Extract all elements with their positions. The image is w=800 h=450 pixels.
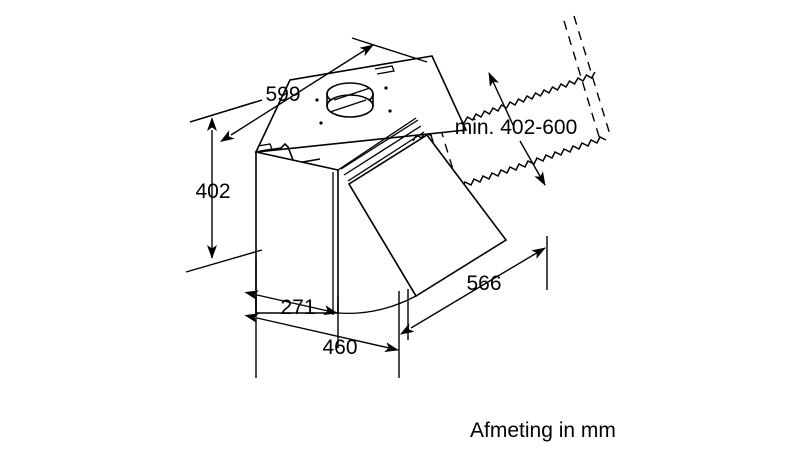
top-surface-dot-1 — [315, 98, 319, 102]
dim-402-label: 402 — [195, 180, 230, 203]
dim-271-line — [244, 290, 338, 316]
dim-599-label: 599 — [265, 83, 300, 106]
dim-402-ext-top — [189, 99, 263, 123]
dimension-566: 566 — [399, 236, 548, 340]
dimension-460: 460 — [244, 291, 400, 378]
dim-clearance-leader-down — [519, 140, 546, 186]
dim-460-line — [244, 313, 399, 352]
top-surface-dot-2 — [319, 121, 323, 125]
top-surface-dot-4 — [388, 109, 392, 113]
dim-566-label: 566 — [466, 272, 501, 295]
dim-599-ext-right — [351, 37, 428, 63]
hood-front-strip-line-2 — [343, 125, 422, 176]
hood-front-strip-edge — [337, 117, 417, 171]
circular-duct-outlet — [326, 82, 374, 118]
hood-front-strip-line-3 — [347, 131, 425, 182]
cabinet-dashed-edge-right-inner — [563, 20, 602, 144]
hood-rear-lip-right — [374, 65, 395, 75]
dimension-cabinet-clearance: min. 402-600 — [455, 72, 578, 186]
dimension-402: 402 — [185, 99, 263, 273]
top-surface-dot-3 — [384, 86, 388, 90]
dim-clearance-leader-up — [488, 72, 515, 128]
hood-front-strip-line-1 — [340, 119, 419, 170]
hood-bottom-curve — [337, 295, 417, 315]
dim-566-line — [399, 247, 546, 335]
dim-599-line — [220, 44, 374, 142]
hood-left-side-panel — [255, 151, 339, 314]
units-caption: Afmeting in mm — [470, 419, 616, 442]
hood-rear-lip-left — [257, 143, 273, 152]
cabinet-dashed-edge-right-outer — [573, 15, 612, 139]
dim-402-ext-bottom — [185, 249, 263, 273]
dim-460-label: 460 — [322, 336, 357, 359]
dim-271-label: 271 — [280, 296, 315, 319]
dim-clearance-label: min. 402-600 — [455, 116, 578, 139]
